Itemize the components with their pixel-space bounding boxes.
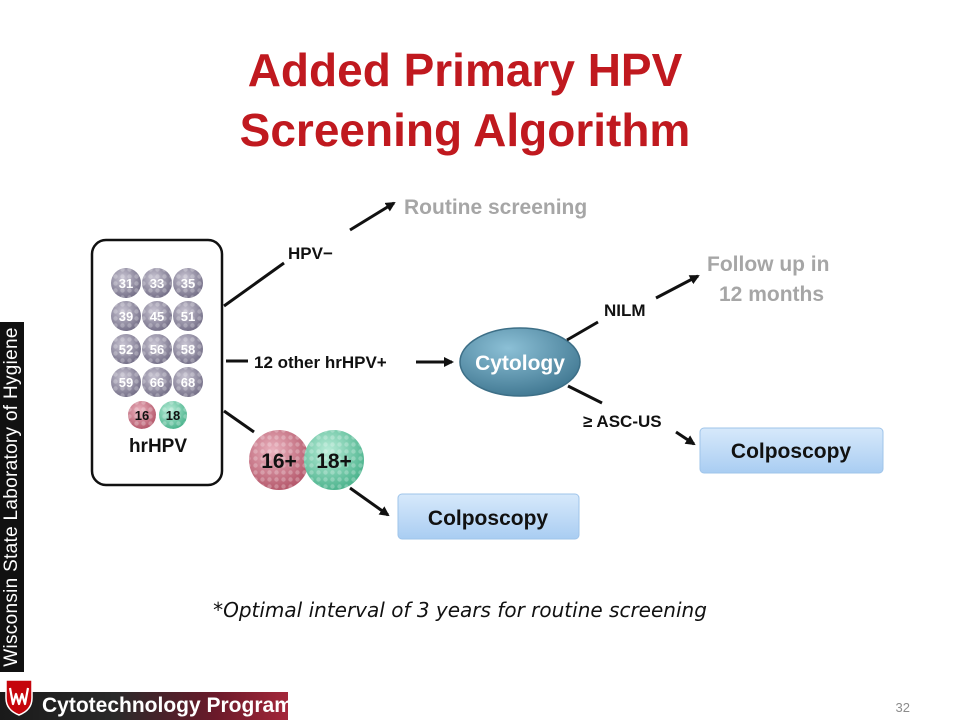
- nilm-label: NILM: [604, 301, 646, 320]
- genotype-58: 58: [173, 334, 203, 364]
- type16-positive-label: 16+: [261, 450, 297, 473]
- follow-up-arrow: [655, 274, 700, 300]
- genotype-label: 35: [181, 276, 195, 291]
- routine-screening-arrow: [349, 201, 396, 232]
- type18-positive-node: 18+: [304, 430, 364, 490]
- uw-crest-icon: [5, 679, 33, 716]
- genotype-68: 68: [173, 367, 203, 397]
- genotype-52: 52: [111, 334, 141, 364]
- other-hrhpv-label: 12 other hrHPV+: [254, 353, 387, 372]
- title-line-1: Added Primary HPV: [247, 44, 683, 96]
- genotype-59: 59: [111, 367, 141, 397]
- genotype-label: 45: [150, 309, 164, 324]
- genotype-56: 56: [142, 334, 172, 364]
- type18-positive-label: 18+: [316, 450, 352, 473]
- genotype-45: 45: [142, 301, 172, 331]
- colposcopy-right-label: Colposcopy: [731, 440, 851, 463]
- genotype-35: 35: [173, 268, 203, 298]
- footnote: *Optimal interval of 3 years for routine…: [213, 598, 707, 622]
- genotype-label: 66: [150, 375, 164, 390]
- genotype-label: 18: [166, 408, 180, 423]
- follow-up-line-1: Follow up in: [707, 253, 829, 276]
- genotype-33: 33: [142, 268, 172, 298]
- hrhpv-label: hrHPV: [129, 436, 187, 457]
- routine-screening-label: Routine screening: [404, 196, 587, 219]
- side-banner-text: Wisconsin State Laboratory of Hygiene: [1, 327, 22, 667]
- hpv-negative-line: [223, 261, 285, 308]
- follow-up-line-2: 12 months: [719, 283, 824, 306]
- cytology-label: Cytology: [475, 352, 565, 375]
- cytology-node: [459, 327, 581, 397]
- colposcopy-right-arrow: [675, 430, 696, 446]
- genotype-39: 39: [111, 301, 141, 331]
- page-number: 32: [895, 700, 910, 715]
- genotype-label: 58: [181, 342, 195, 357]
- genotype-label: 51: [181, 309, 195, 324]
- genotype-label: 33: [150, 276, 164, 291]
- title-line-2: Screening Algorithm: [239, 104, 691, 156]
- genotype-label: 31: [119, 276, 133, 291]
- hpv-negative-label: HPV−: [288, 244, 333, 263]
- type16-positive-node: 16+: [249, 430, 309, 490]
- genotype-label: 68: [181, 375, 195, 390]
- asc-us-line: [567, 384, 603, 405]
- colposcopy-right-box: [699, 427, 884, 474]
- genotype-31: 31: [111, 268, 141, 298]
- genotype-label: 56: [150, 342, 164, 357]
- asc-us-label: ≥ ASC-US: [583, 412, 662, 431]
- footer-program-name: Cytotechnology Program: [42, 694, 293, 717]
- genotype-grid: 31 33 35 39 45 51 52 56 58 59 66 68: [111, 268, 203, 397]
- genotype-label: 39: [119, 309, 133, 324]
- genotype-51: 51: [173, 301, 203, 331]
- colposcopy-bottom-label: Colposcopy: [428, 507, 548, 530]
- genotype-label: 52: [119, 342, 133, 357]
- genotype-18: 18: [159, 401, 187, 429]
- slide-title: Added Primary HPV Screening Algorithm: [0, 40, 930, 160]
- colposcopy-bottom-box: [397, 493, 580, 540]
- type16-18-line: [223, 409, 255, 434]
- footer-bar: Cytotechnology Program: [0, 679, 293, 720]
- genotype-66: 66: [142, 367, 172, 397]
- nilm-line: [566, 320, 599, 342]
- side-banner: [0, 322, 24, 672]
- genotype-label: 59: [119, 375, 133, 390]
- colposcopy-bottom-arrow: [349, 486, 390, 517]
- genotype-label: 16: [135, 408, 149, 423]
- genotype-16: 16: [128, 401, 156, 429]
